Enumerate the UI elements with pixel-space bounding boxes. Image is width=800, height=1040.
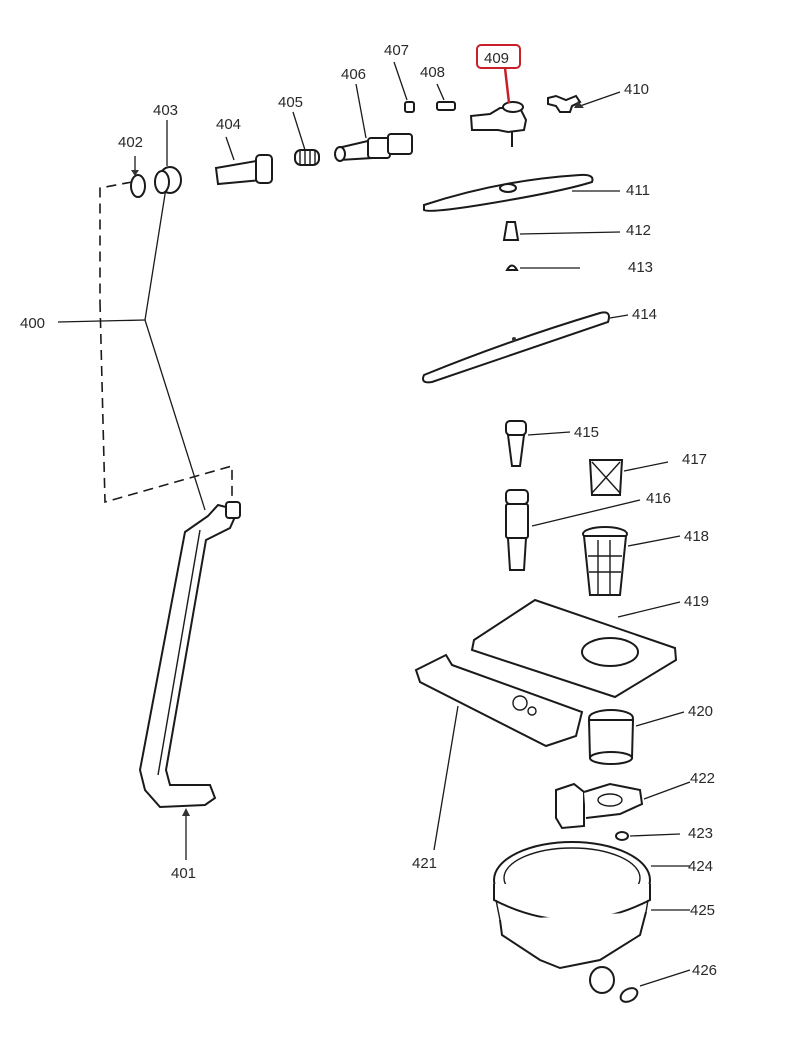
label-409[interactable]: 409: [484, 50, 509, 67]
part-403-nut[interactable]: [154, 120, 182, 194]
label-408[interactable]: 408: [420, 64, 445, 81]
part-408-clip[interactable]: [436, 83, 456, 111]
label-405[interactable]: 405: [278, 94, 303, 111]
label-401[interactable]: 401: [171, 865, 196, 882]
part-414-lower-spray-arm[interactable]: [422, 311, 629, 384]
label-407[interactable]: 407: [384, 42, 409, 59]
label-420[interactable]: 420: [688, 703, 713, 720]
label-400[interactable]: 400: [20, 315, 45, 332]
part-424-425-sump[interactable]: [493, 841, 690, 994]
label-413[interactable]: 413: [628, 259, 653, 276]
label-403[interactable]: 403: [153, 102, 178, 119]
label-402[interactable]: 402: [118, 134, 143, 151]
part-418-filter-basket[interactable]: [582, 526, 681, 596]
part-413-small-nut[interactable]: [505, 264, 580, 271]
part-406-pipe[interactable]: [334, 83, 413, 162]
label-421[interactable]: 421: [412, 855, 437, 872]
part-404-tube[interactable]: [214, 136, 273, 186]
part-420-micro-filter[interactable]: [587, 709, 685, 765]
label-416[interactable]: 416: [646, 490, 671, 507]
part-423-washer[interactable]: [615, 831, 681, 841]
part-415-nozzle[interactable]: [505, 420, 571, 467]
label-410[interactable]: 410: [624, 81, 649, 98]
label-419[interactable]: 419: [684, 593, 709, 610]
label-415[interactable]: 415: [574, 424, 599, 441]
part-416-pipe[interactable]: [505, 489, 641, 571]
label-418[interactable]: 418: [684, 528, 709, 545]
part-412-bearing[interactable]: [502, 221, 621, 241]
part-407-cap[interactable]: [393, 61, 415, 113]
part-410-nut[interactable]: [547, 91, 621, 113]
part-426-plug[interactable]: [618, 969, 691, 1005]
label-411[interactable]: 411: [626, 182, 650, 199]
label-404[interactable]: 404: [216, 116, 241, 133]
part-411-upper-spray-arm[interactable]: [423, 173, 620, 212]
assembly-400-leaders: [57, 181, 233, 511]
part-417-filter-cup[interactable]: [588, 459, 669, 496]
part-419-filter-plate[interactable]: [470, 598, 681, 699]
label-422[interactable]: 422: [690, 770, 715, 787]
part-409-hub[interactable]: [469, 44, 528, 147]
part-422-housing[interactable]: [555, 781, 691, 830]
label-414[interactable]: 414: [632, 306, 657, 323]
label-406[interactable]: 406: [341, 66, 366, 83]
label-417[interactable]: 417: [682, 451, 707, 468]
part-405-spring[interactable]: [292, 111, 320, 166]
label-426[interactable]: 426: [692, 962, 717, 979]
part-402-o-ring[interactable]: [130, 156, 146, 198]
part-401-hose[interactable]: [138, 501, 241, 860]
label-424[interactable]: 424: [688, 858, 713, 875]
label-412[interactable]: 412: [626, 222, 651, 239]
label-423[interactable]: 423: [688, 825, 713, 842]
part-421-coarse-filter[interactable]: [414, 653, 584, 851]
label-425[interactable]: 425: [690, 902, 715, 919]
